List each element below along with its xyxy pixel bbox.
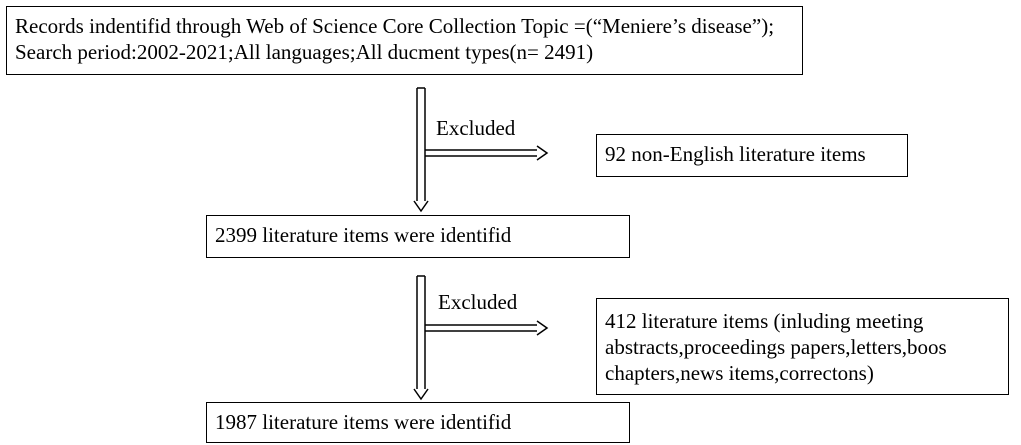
excluded-label-2: Excluded [438,290,518,314]
right-arrow-1 [425,145,549,161]
right-arrow-2 [425,320,549,336]
document-type-excluded-box: 412 literature items (inluding meeting a… [596,298,1009,395]
down-arrow-1 [413,87,429,213]
identified-box-1987: 1987 literature items were identifid [206,402,630,443]
excluded-label-1: Excluded [436,116,516,140]
identified-box-2399: 2399 literature items were identifid [206,215,630,258]
non-english-excluded-box: 92 non-English literature items [596,134,908,177]
down-arrow-2 [413,275,429,401]
records-identified-box: Records indentifid through Web of Scienc… [6,6,803,75]
